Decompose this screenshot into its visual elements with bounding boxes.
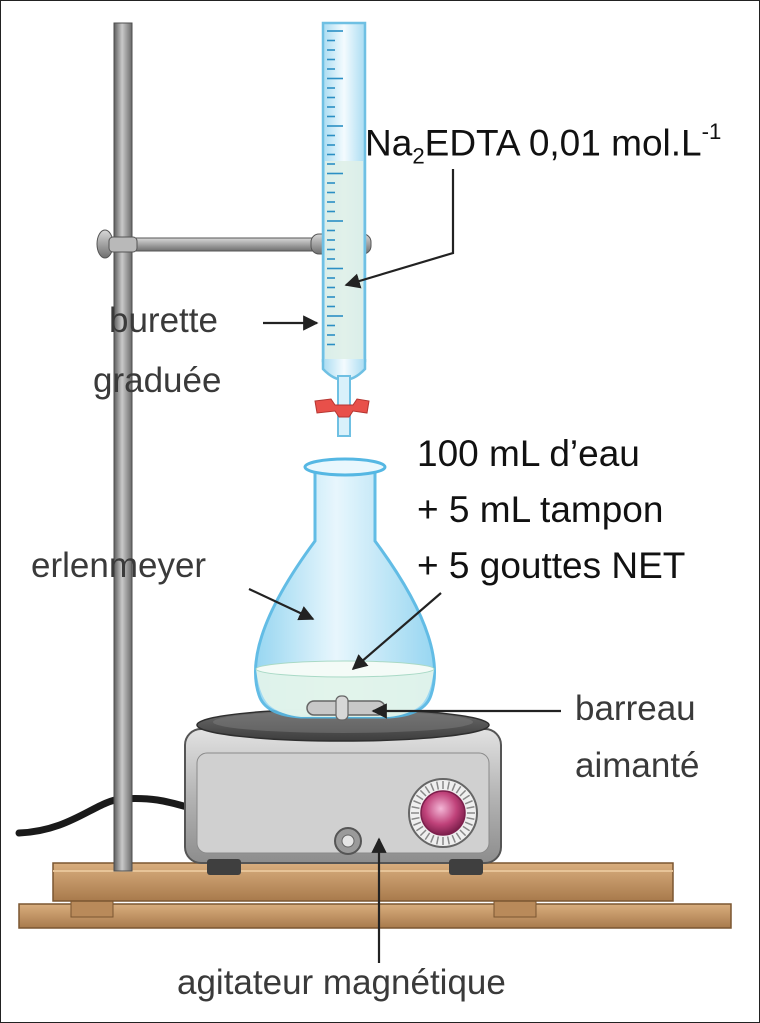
reagent-label-subscript: 2	[412, 143, 425, 169]
stirrer-label: agitateur magnétique	[177, 963, 506, 1002]
bottom-plank	[18, 903, 732, 929]
solution-label-line1: 100 mL d’eau	[417, 433, 640, 474]
flask-rim	[303, 457, 387, 477]
burette-label-line2: graduée	[93, 361, 222, 400]
reagent-arrow	[344, 169, 455, 289]
erlenmeyer-label: erlenmeyer	[31, 546, 207, 585]
knob-ridge	[446, 781, 450, 790]
burette-graduations	[327, 30, 343, 346]
knob-ridge	[436, 836, 440, 845]
support-rod	[113, 22, 133, 872]
knob-ridge	[462, 794, 471, 801]
knob-ridge	[455, 785, 462, 794]
knob-ridge	[464, 821, 473, 826]
knob-ridge	[430, 783, 435, 792]
solution-label-line3: + 5 gouttes NET	[417, 545, 686, 586]
knob-ridge	[413, 800, 422, 805]
knob-ridge	[462, 825, 471, 832]
knob-ridge	[466, 806, 475, 810]
knob-ridge	[411, 806, 420, 810]
speed-knob-ridges	[411, 781, 475, 845]
knob-ridge	[424, 785, 431, 794]
knob-ridge	[451, 834, 456, 843]
knob-ridge	[419, 829, 427, 837]
knob-ridge	[430, 834, 435, 843]
burette-label-line1: burette	[109, 301, 218, 340]
knob-ridge	[446, 836, 450, 845]
erlenmeyer-flask	[254, 457, 436, 721]
solution-label-line2: + 5 mL tampon	[417, 489, 664, 530]
knob-ridge	[464, 800, 473, 805]
knob-ridge	[419, 789, 427, 797]
knob-ridge	[411, 816, 420, 820]
leader-arrows	[248, 169, 561, 963]
knob-ridge	[415, 794, 424, 801]
knob-ridge	[424, 832, 431, 841]
knob-ridge	[413, 821, 422, 826]
stir-bar-label-line2: aimanté	[575, 746, 700, 785]
clamp-arm	[112, 237, 344, 252]
stopcock	[314, 398, 370, 418]
knob-ridge	[459, 789, 467, 797]
erlenmeyer-arrow	[248, 588, 315, 621]
reagent-label-formula: Na	[365, 122, 413, 164]
burette	[314, 21, 370, 437]
power-cord	[15, 795, 191, 837]
knob-ridge	[455, 832, 462, 841]
reagent-label-concentration: EDTA 0,01 mol.L	[424, 122, 702, 164]
knob-ridge	[436, 781, 440, 790]
solution-arrow	[351, 592, 442, 671]
reagent-label-exponent: -1	[701, 119, 722, 144]
knob-ridge	[451, 783, 456, 792]
flask-solution	[256, 665, 434, 717]
knob-ridge	[466, 816, 475, 820]
knob-ridge	[459, 829, 467, 837]
burette-liquid	[325, 161, 363, 359]
knob-ridge	[415, 825, 424, 832]
stir-bar-label-line1: barreau	[575, 689, 696, 728]
stand-base-plank	[52, 862, 674, 902]
reagent-label: Na2EDTA 0,01 mol.L-1	[365, 119, 721, 169]
stirrer-body	[184, 708, 502, 875]
